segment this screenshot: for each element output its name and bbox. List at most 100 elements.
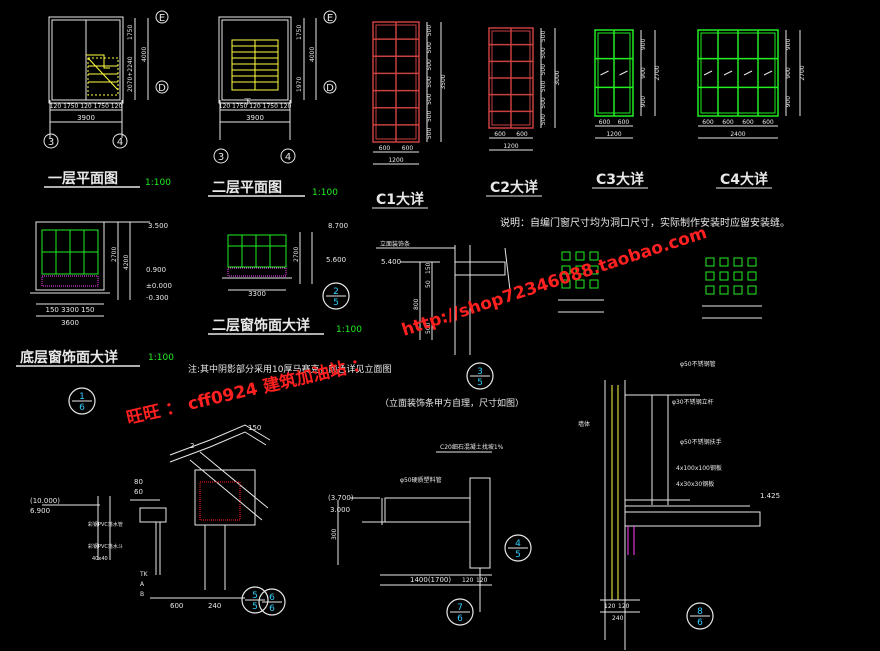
grid-tile — [705, 271, 715, 281]
c3-dim-h-total: 1200 — [606, 131, 621, 138]
c4-dim-v: 900 — [785, 96, 792, 108]
c4-sash-mark — [723, 70, 733, 76]
c2-dim-h-total: 1200 — [503, 143, 518, 150]
grid-tile — [719, 271, 729, 281]
eave-label-tk: TK — [139, 571, 149, 578]
first-plan-dim-v2: 4000 — [141, 47, 148, 62]
c3-sash-mark — [600, 70, 609, 76]
railing-label-4: 4x100x100钢板 — [676, 464, 722, 472]
grid-tile — [575, 251, 585, 261]
callout-number: 3 — [477, 367, 483, 377]
decor-strip-section — [376, 245, 511, 355]
grid-tile — [733, 257, 743, 267]
c2-dim-v-total: 3000 — [554, 70, 561, 85]
second-plan-stair-mark: 下 — [244, 98, 251, 106]
eave-label-pipe: 彩钢PVC落水管 — [88, 521, 123, 528]
second-elev-dim-v1: 2700 — [293, 247, 300, 262]
c1-dim-h: 600 — [402, 145, 414, 152]
eave-label-hopper: 彩钢PVC落水斗 — [88, 543, 123, 550]
railing-label-1: φ50不锈钢管 — [680, 360, 716, 368]
c4-sash-mark — [703, 70, 713, 76]
c2-dim-v: 500 — [540, 30, 547, 42]
second-elev-scale: 1:100 — [336, 325, 362, 335]
grid-tile — [575, 265, 585, 275]
c2-dim-h: 600 — [516, 131, 528, 138]
second-plan-axis-right: 4 — [285, 152, 291, 163]
eave-label-b: B — [140, 591, 144, 598]
ground-elev-level-1: 3.500 — [148, 222, 168, 230]
window-c2-label: C2大详 — [490, 179, 538, 196]
c3-dim-v-total: 2700 — [654, 65, 661, 80]
c1-dim-v: 500 — [426, 25, 433, 37]
c3-dim-h: 600 — [618, 119, 630, 126]
railing-side-label: 墙体 — [578, 420, 590, 428]
c4-dim-h-total: 2400 — [730, 131, 745, 138]
second-plan-dim-row: 120 1750 120 1750 120 — [219, 103, 292, 110]
railing-dim-3: 240 — [612, 615, 624, 622]
c1-dim-v: 500 — [426, 93, 433, 105]
second-elev-title: 二层窗饰面大详 — [212, 317, 310, 334]
second-plan-axis-top: E — [327, 13, 333, 24]
second-plan-dim-v2: 4000 — [309, 47, 316, 62]
eave-bottom-dim-1: 600 — [170, 602, 183, 610]
c4-sash-mark — [743, 70, 753, 76]
second-elev-level-1: 8.700 — [328, 222, 348, 230]
eave-level-1: (10.000) — [30, 497, 60, 505]
eave-level-2: 6.900 — [30, 507, 50, 515]
c3-dim-h: 600 — [599, 119, 611, 126]
callout-circle — [686, 602, 714, 630]
eave-dim-2: 2 — [190, 442, 194, 450]
section-strip-dim-5: 500 — [425, 322, 432, 334]
railing-label-5: 4x30x30钢板 — [676, 480, 714, 488]
grid-tile — [561, 251, 571, 261]
ground-window-elevation — [30, 221, 150, 317]
first-plan-dim-row: 120 1750 120 1750 120 — [50, 103, 123, 110]
callout-sheet: 6 — [697, 618, 703, 628]
callout-circle — [258, 588, 286, 616]
grid-tile — [589, 251, 599, 261]
grid-tile — [575, 279, 585, 289]
window-c3-label: C3大详 — [596, 171, 644, 188]
railing-level: 1.425 — [760, 492, 780, 500]
first-plan-axis-top: E — [159, 13, 165, 24]
callout-sheet: 5 — [252, 602, 258, 612]
grid-pattern-elevation-1 — [558, 251, 604, 313]
ground-elev-title: 底层窗饰面大详 — [20, 349, 118, 366]
c2-dim-v: 500 — [540, 97, 547, 109]
watermark-url: http://shop72346088.taobao.com — [399, 223, 709, 341]
callout-number: 7 — [457, 603, 463, 613]
c4-dim-v-total: 2700 — [799, 65, 806, 80]
c4-dim-h: 600 — [722, 119, 734, 126]
canopy-level-2: 3.000 — [330, 506, 350, 514]
c4-dim-v: 900 — [785, 38, 792, 50]
window-c1-label: C1大详 — [376, 191, 424, 208]
c2-dim-h: 600 — [494, 131, 506, 138]
c4-dim-h: 600 — [742, 119, 754, 126]
callout-sheet: 5 — [477, 378, 483, 388]
ground-elev-dim-v1: 2700 — [111, 247, 118, 262]
c4-dim-v: 900 — [785, 67, 792, 79]
c2-dim-v: 500 — [540, 47, 547, 59]
eave-detail — [42, 424, 271, 599]
second-plan-scale: 1:100 — [312, 188, 338, 198]
eave-label-a: A — [140, 581, 145, 588]
grid-tile — [561, 279, 571, 289]
grid-pattern-elevation-2 — [702, 257, 762, 319]
grid-tile — [719, 257, 729, 267]
grid-tile — [705, 257, 715, 267]
canopy-level-1: (3.700) — [328, 494, 354, 502]
grid-tile — [747, 285, 757, 295]
ground-elev-level-4: -0.300 — [146, 294, 169, 302]
first-plan-axis-bottom: D — [158, 83, 166, 94]
canopy-dim-bottom-3: 120 — [476, 577, 488, 584]
callout-sheet: 6 — [79, 403, 85, 413]
ground-elev-dim-v2: 4200 — [123, 255, 130, 270]
grid-tile — [733, 285, 743, 295]
c3-dim-v: 900 — [640, 67, 647, 79]
callout-number: 5 — [252, 591, 258, 601]
railing-dim-2: 120 — [618, 603, 630, 610]
